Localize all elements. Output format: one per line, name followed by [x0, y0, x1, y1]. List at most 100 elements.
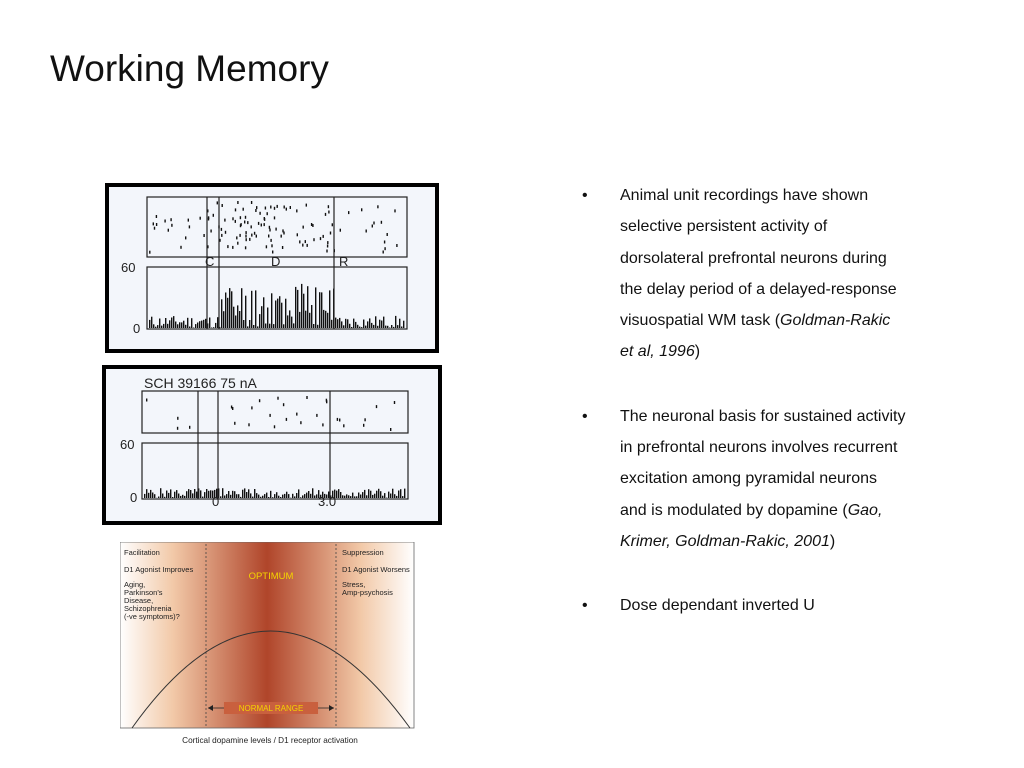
histogram-bar	[324, 493, 326, 498]
histogram-bar	[265, 323, 267, 328]
histogram-bar	[301, 283, 303, 328]
histogram-bar	[334, 489, 336, 498]
histogram-bar	[320, 494, 322, 498]
histogram-bar	[239, 311, 241, 328]
histogram-bar	[303, 293, 305, 328]
histogram-bar	[323, 309, 325, 328]
histogram-bar	[178, 493, 180, 498]
histogram-bar	[390, 493, 392, 498]
histogram-bar	[272, 497, 274, 498]
histogram-bar	[393, 326, 395, 328]
histogram-bar	[310, 493, 312, 498]
histogram-bar	[189, 326, 191, 328]
spike-raster	[146, 396, 396, 431]
histogram-bar	[392, 488, 394, 498]
facilitation-heading: Facilitation	[124, 548, 160, 557]
epoch-label-cue: C	[205, 254, 214, 269]
histogram-bar	[331, 319, 333, 328]
histogram-bar	[364, 489, 366, 498]
histogram-bar	[190, 490, 192, 498]
histogram-bar	[360, 494, 362, 498]
recording-figure-drug: SCH 39166 75 nA 60 0 0 3.0	[102, 365, 442, 525]
x-axis-label: Cortical dopamine levels / D1 receptor a…	[182, 736, 358, 745]
histogram-bar	[223, 311, 225, 328]
histogram-bar	[213, 327, 215, 328]
histogram-bar	[150, 489, 152, 498]
histogram-bar	[279, 296, 281, 328]
histogram-bar	[307, 286, 309, 328]
spike-raster	[149, 201, 398, 254]
histogram-bar	[284, 493, 286, 498]
histogram-bar	[335, 317, 337, 328]
histogram-bar	[306, 492, 308, 498]
histogram-bar	[276, 492, 278, 498]
bullet-text: Animal unit recordings have shown select…	[620, 187, 897, 330]
histogram-bar	[295, 286, 297, 328]
histogram-bar	[336, 490, 338, 498]
histogram-bar	[288, 494, 290, 498]
condition-line: Amp-psychosis	[342, 588, 393, 597]
histogram-bar	[154, 494, 156, 498]
histogram-bar	[149, 319, 151, 328]
histogram-bar	[152, 492, 154, 498]
histogram-bar	[159, 318, 161, 328]
histogram-bar	[365, 325, 367, 328]
histogram-bar	[184, 495, 186, 498]
histogram-bar	[385, 325, 387, 328]
histogram-bar	[225, 292, 227, 328]
histogram-bar	[214, 489, 216, 498]
histogram-bar	[148, 492, 150, 498]
histogram-bar	[266, 492, 268, 498]
histogram-bar	[369, 318, 371, 328]
histogram-bar	[285, 298, 287, 328]
histogram-bar	[286, 491, 288, 498]
histogram-bar	[161, 325, 163, 328]
histogram-bar	[157, 325, 159, 328]
slide-title: Working Memory	[50, 48, 329, 89]
histogram-bar	[397, 325, 399, 328]
histogram-bar	[231, 291, 233, 328]
histogram-bar	[203, 319, 205, 328]
histogram-bar	[278, 495, 280, 498]
bullet-item: • Animal unit recordings have shown sele…	[578, 180, 908, 368]
histogram-bar	[256, 493, 258, 498]
histogram-bar	[206, 489, 208, 498]
histogram-bar	[232, 490, 234, 498]
histogram-bar	[209, 317, 211, 328]
histogram-bar	[173, 316, 175, 328]
histogram-bar	[342, 495, 344, 498]
bullet-marker: •	[582, 187, 588, 204]
histogram-bar	[358, 492, 360, 498]
histogram-bar	[257, 326, 259, 328]
condition-line: Stress,	[342, 580, 365, 589]
histogram-bar	[196, 491, 198, 498]
y-tick-0: 0	[130, 490, 137, 505]
citation: Gao, Krimer, Goldman-Rakic, 2001	[620, 501, 883, 550]
d1-agonist-improves: D1 Agonist Improves	[124, 565, 193, 574]
histogram-bar	[298, 489, 300, 498]
inverted-u-figure: Facilitation D1 Agonist Improves Aging, …	[119, 541, 420, 752]
histogram-bar	[243, 320, 245, 328]
histogram-bar	[309, 312, 311, 328]
histogram-bar	[217, 317, 219, 328]
histogram-bar	[241, 288, 243, 328]
histogram-bar	[248, 489, 250, 498]
histogram-bar	[401, 326, 403, 328]
histogram-bar	[211, 327, 213, 328]
histogram-bar	[377, 325, 379, 328]
histogram-bar	[165, 318, 167, 328]
histogram-bar	[321, 292, 323, 328]
histogram-bar	[238, 494, 240, 498]
raster-histogram-drug: SCH 39166 75 nA 60 0 0 3.0	[120, 375, 409, 509]
histogram-bar	[368, 489, 370, 498]
histogram-bar	[280, 497, 282, 498]
histogram-bar	[304, 494, 306, 498]
histogram-bar	[258, 494, 260, 498]
condition-line: (-ve symptoms)?	[124, 612, 180, 621]
histogram-bar	[160, 488, 162, 498]
raster-histogram-control: C D R 60 0	[121, 196, 408, 336]
histogram-bar	[186, 491, 188, 498]
histogram-bar	[315, 287, 317, 328]
histogram-bar	[316, 494, 318, 498]
bullet-list: • Animal unit recordings have shown sele…	[578, 180, 908, 655]
